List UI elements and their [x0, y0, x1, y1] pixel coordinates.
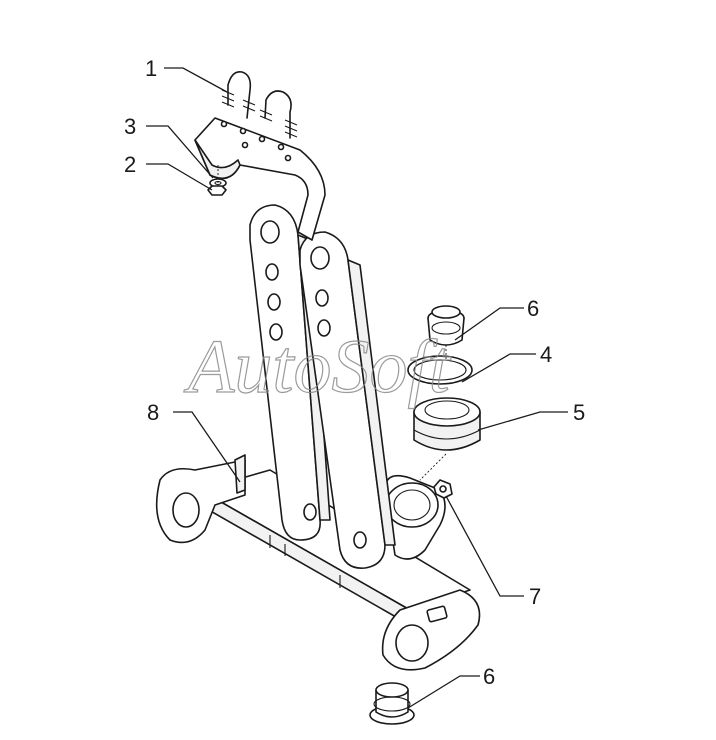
callout-2: 2	[124, 152, 136, 177]
bushing-lower	[369, 682, 415, 725]
u-bolts	[221, 70, 298, 139]
watermark-text: AutoSoft	[183, 325, 452, 409]
snap-ring	[407, 355, 473, 385]
callout-7: 7	[529, 584, 541, 609]
callout-6-lower: 6	[483, 664, 495, 689]
callout-6-upper: 6	[527, 296, 539, 321]
callout-4: 4	[540, 342, 552, 367]
callout-5: 5	[573, 400, 585, 425]
bushing-upper	[427, 305, 465, 346]
bearing	[413, 345, 481, 481]
callout-8: 8	[147, 400, 159, 425]
upright-plates	[249, 204, 396, 569]
callout-leaders	[146, 67, 568, 709]
callout-1: 1	[145, 56, 157, 81]
bent-bracket	[194, 117, 326, 241]
base-frame	[155, 454, 481, 671]
grease-fitting	[433, 479, 453, 499]
washer-and-nut	[207, 165, 227, 196]
callout-labels: 1 3 2 6 4 5 8 7 6	[124, 56, 585, 689]
callout-3: 3	[124, 114, 136, 139]
